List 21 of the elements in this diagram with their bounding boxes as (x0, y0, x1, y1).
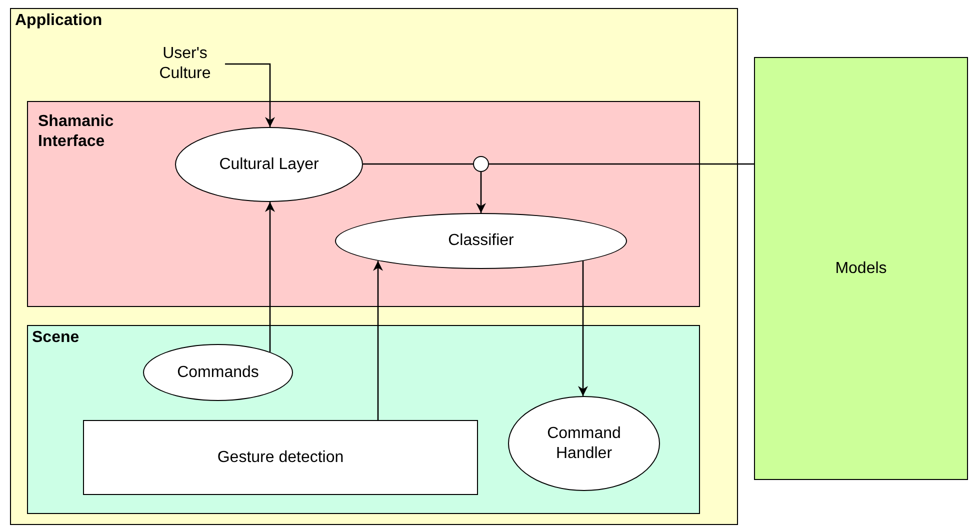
node-label: Command Handler (546, 424, 622, 464)
arrow (476, 172, 486, 213)
process-box (83, 420, 478, 495)
junction-circle (473, 156, 489, 172)
node-label: Commands (176, 362, 260, 382)
input-label: User's Culture (158, 44, 212, 84)
arrow (578, 261, 588, 396)
panel-heading: Shamanic Interface (38, 112, 115, 152)
application-panel (10, 8, 738, 525)
node-label: Models (834, 258, 888, 278)
node-label: Cultural Layer (218, 154, 320, 174)
arrow (225, 63, 275, 127)
interface-panel (27, 101, 700, 307)
models-box (754, 57, 968, 480)
scene-panel (27, 325, 700, 514)
arrow (373, 260, 383, 420)
panel-heading: Application (15, 11, 102, 31)
node-label: Gesture detection (216, 448, 345, 468)
arrow (265, 202, 275, 352)
node-label: Classifier (447, 231, 515, 251)
panel-heading: Scene (32, 328, 80, 348)
